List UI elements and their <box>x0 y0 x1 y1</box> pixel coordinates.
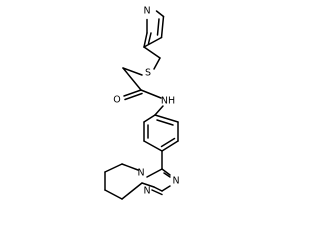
triazole-ring <box>141 168 171 196</box>
atom-label-sulfur: S <box>145 68 151 79</box>
structure-canvas: N S O NH N N N <box>104 6 180 200</box>
molecule-diagram: N S O NH N N N <box>104 6 180 200</box>
atom-label-amide-nh: NH <box>161 96 175 107</box>
atom-label-n-pyridine: N <box>143 6 150 17</box>
atom-label-n-triazole-b: N <box>143 186 150 197</box>
atom-label-n-triazole-bridge: N <box>137 168 144 179</box>
atom-label-oxygen: O <box>113 95 120 106</box>
piperidine-ring <box>104 163 143 200</box>
benzene-ring <box>143 105 179 152</box>
atom-label-n-triazole-a: N <box>172 176 179 187</box>
pyridine-ring <box>143 10 165 48</box>
thioether-linker <box>122 46 162 101</box>
